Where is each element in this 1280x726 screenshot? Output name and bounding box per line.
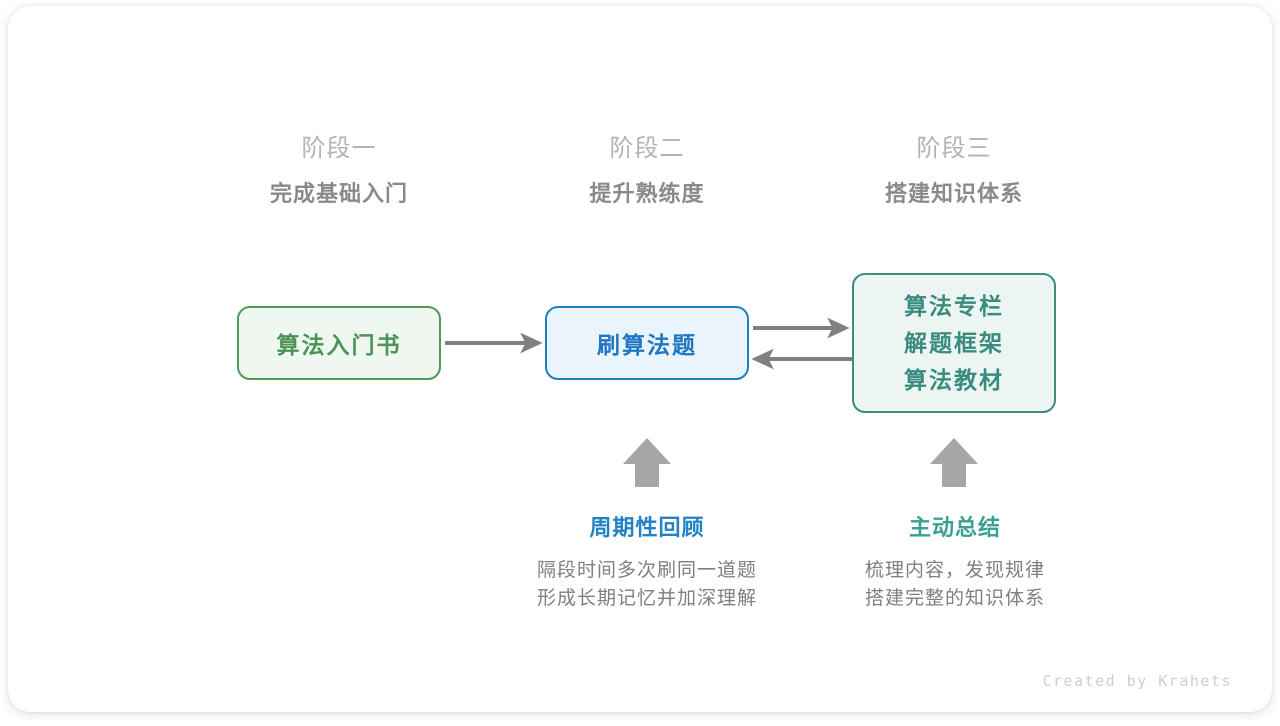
note-active-summary: 主动总结 梳理内容，发现规律 搭建完整的知识体系 (805, 511, 1105, 613)
node-practice-problems[interactable]: 刷算法题 (545, 306, 749, 380)
note-1-body: 隔段时间多次刷同一道题 形成长期记忆并加深理解 (497, 557, 797, 613)
note-2-body-line-1: 梳理内容，发现规律 (864, 560, 1045, 581)
stage-3-title: 搭建知识体系 (884, 181, 1023, 206)
stage-2-title: 提升熟练度 (589, 181, 705, 206)
credit-text: Created by Krahets (1042, 672, 1232, 690)
note-1-body-line-2: 形成长期记忆并加深理解 (536, 588, 757, 609)
stage-header-1: 阶段一 完成基础入门 (209, 132, 469, 210)
arrow-up-review (623, 438, 671, 487)
stage-3-kicker: 阶段三 (916, 135, 992, 162)
node-practice-label: 刷算法题 (597, 332, 697, 358)
node-book-label: 算法入门书 (276, 332, 402, 358)
note-2-body: 梳理内容，发现规律 搭建完整的知识体系 (805, 557, 1105, 613)
stage-2-kicker: 阶段二 (609, 135, 685, 162)
stage-header-3: 阶段三 搭建知识体系 (824, 132, 1084, 210)
node-knowledge-system[interactable]: 算法专栏 解题框架 算法教材 (852, 273, 1056, 413)
note-1-title: 周期性回顾 (589, 515, 705, 540)
note-2-body-line-2: 搭建完整的知识体系 (864, 588, 1045, 609)
arrow-up-summary (930, 438, 978, 487)
note-1-body-line-1: 隔段时间多次刷同一道题 (536, 560, 757, 581)
node-system-label-1: 算法专栏 (904, 292, 1004, 319)
node-system-label-3: 算法教材 (904, 366, 1004, 393)
note-periodic-review: 周期性回顾 隔段时间多次刷同一道题 形成长期记忆并加深理解 (497, 511, 797, 613)
stage-1-title: 完成基础入门 (269, 181, 408, 206)
node-algorithm-intro-book[interactable]: 算法入门书 (237, 306, 441, 380)
stage-1-kicker: 阶段一 (301, 135, 377, 162)
stage-header-2: 阶段二 提升熟练度 (517, 132, 777, 210)
note-2-title: 主动总结 (908, 515, 1001, 540)
diagram-canvas: 阶段一 完成基础入门 阶段二 提升熟练度 阶段三 搭建知识体系 (8, 6, 1272, 712)
node-system-label-2: 解题框架 (904, 329, 1004, 356)
